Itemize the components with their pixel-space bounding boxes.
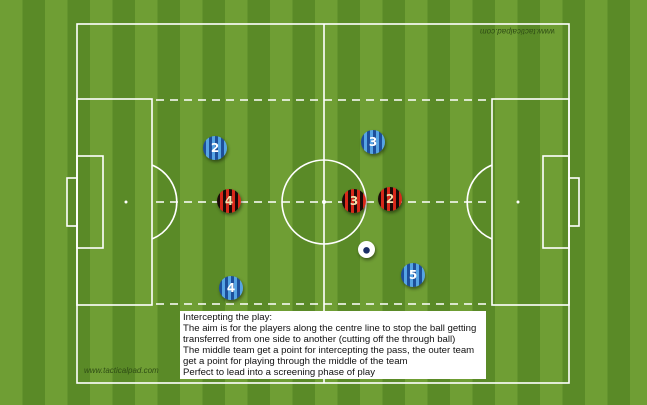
red-player-2[interactable]: 2 bbox=[378, 187, 402, 211]
red-player-4[interactable]: 4 bbox=[217, 189, 241, 213]
note-title: Intercepting the play: bbox=[183, 312, 273, 323]
grass-stripe bbox=[630, 0, 647, 405]
grass-stripe bbox=[0, 0, 23, 405]
drill-description: Intercepting the play: The aim is for th… bbox=[180, 311, 486, 379]
grass-stripe bbox=[517, 0, 541, 405]
grass-stripe bbox=[585, 0, 608, 405]
right-goal bbox=[568, 177, 580, 227]
grass-stripe bbox=[607, 0, 631, 405]
grass-stripe bbox=[90, 0, 113, 405]
blue-player-4[interactable]: 4 bbox=[219, 276, 243, 300]
watermark-top: www.tacticalpad.com bbox=[480, 27, 555, 36]
right-penalty-spot bbox=[516, 200, 520, 204]
grass-stripe bbox=[67, 0, 91, 405]
note-line: Perfect to lead into a screening phase o… bbox=[183, 367, 375, 378]
grass-stripe bbox=[540, 0, 563, 405]
watermark-bottom: www.tacticalpad.com bbox=[84, 366, 159, 375]
blue-player-2[interactable]: 2 bbox=[203, 136, 227, 160]
note-line: The aim is for the players along the cen… bbox=[183, 323, 477, 334]
grass-stripe bbox=[22, 0, 46, 405]
blue-player-3[interactable]: 3 bbox=[361, 130, 385, 154]
left-penalty-spot bbox=[124, 200, 128, 204]
grass-stripe bbox=[495, 0, 518, 405]
grass-stripe bbox=[562, 0, 586, 405]
note-line: get a point for playing through the midd… bbox=[183, 356, 408, 367]
left-goal bbox=[66, 177, 78, 227]
note-line: transferred from one side to another (cu… bbox=[183, 334, 456, 345]
grass-stripe bbox=[45, 0, 68, 405]
blue-player-5[interactable]: 5 bbox=[401, 263, 425, 287]
red-player-3[interactable]: 3 bbox=[342, 189, 366, 213]
football-ball[interactable] bbox=[358, 241, 375, 258]
centre-spot bbox=[322, 200, 326, 204]
note-line: The middle team get a point for intercep… bbox=[183, 345, 475, 356]
grass-stripe bbox=[135, 0, 158, 405]
grass-stripe bbox=[112, 0, 136, 405]
